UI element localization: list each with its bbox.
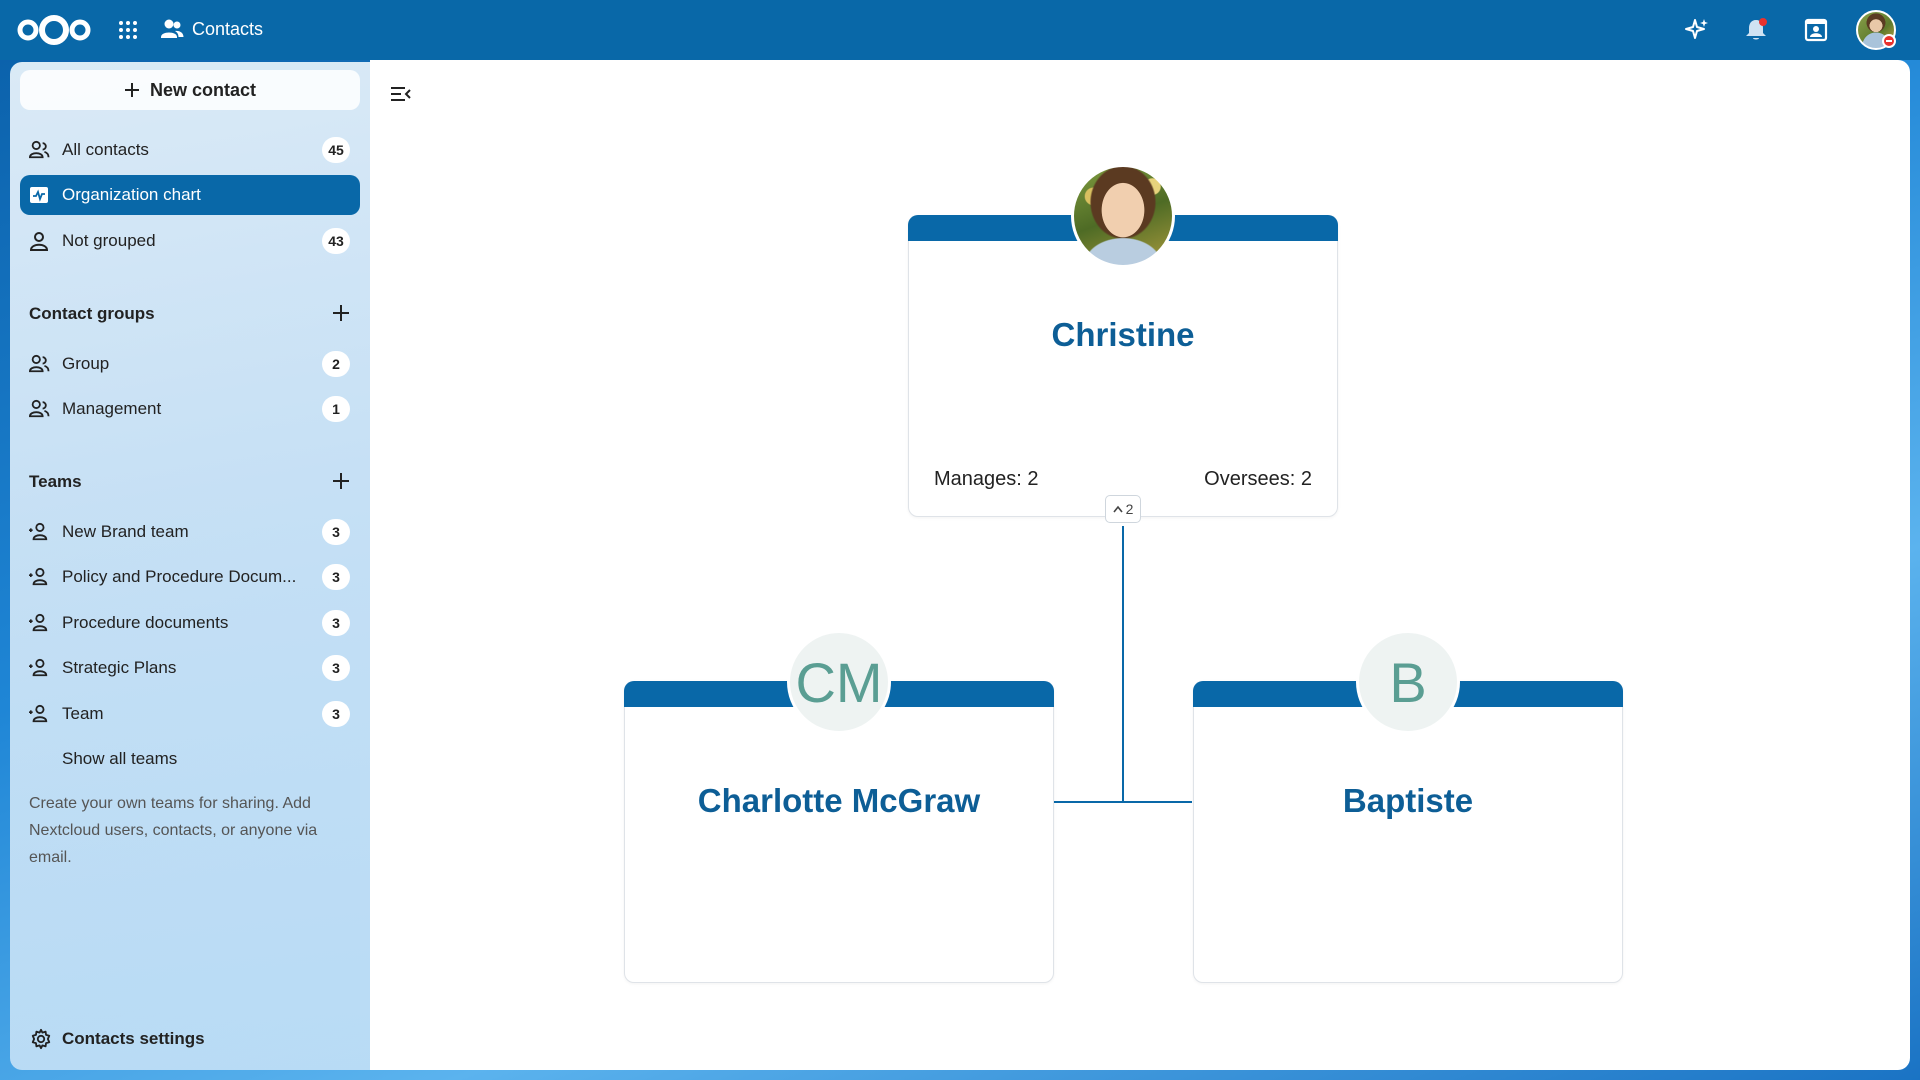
count-badge: 3 <box>322 701 350 727</box>
manages-count: Manages: 2 <box>934 468 1039 490</box>
contacts-icon <box>161 19 184 38</box>
team-icon <box>29 567 48 586</box>
christine-avatar <box>1071 164 1175 268</box>
teams-help-text: Create your own teams for sharing. Add N… <box>29 795 318 866</box>
contacts-settings-button[interactable]: Contacts settings <box>30 1028 205 1050</box>
nav-label: All contacts <box>62 140 149 159</box>
org-connector-horizontal <box>1054 801 1192 803</box>
toggle-navigation-icon[interactable] <box>388 82 412 106</box>
nav-label: Show all teams <box>62 749 178 768</box>
apps-grid-icon[interactable] <box>117 19 139 41</box>
initials-avatar: CM <box>787 630 891 734</box>
nav-not-grouped[interactable]: Not grouped 43 <box>20 221 360 261</box>
nav-label: Policy and Procedure Docum... <box>62 567 297 586</box>
org-chart-icon <box>30 187 48 203</box>
app-navigation: New contact All contacts 45 Organization… <box>10 62 370 1070</box>
team-icon <box>29 658 48 677</box>
nav-organization-chart[interactable]: Organization chart <box>20 175 360 215</box>
initials-avatar: B <box>1356 630 1460 734</box>
nav-team-procedure-documents[interactable]: Procedure documents 3 <box>20 603 360 643</box>
chevron-up-icon <box>1112 505 1123 513</box>
team-icon <box>29 613 48 632</box>
nextcloud-logo[interactable] <box>16 12 92 48</box>
team-icon <box>29 704 48 723</box>
gear-icon <box>31 1028 51 1050</box>
card-name: Charlotte McGraw <box>697 782 981 819</box>
nav-label: Not grouped <box>62 231 156 250</box>
count-badge: 1 <box>322 396 350 422</box>
do-not-disturb-status-icon <box>1882 34 1896 48</box>
nav-label: Organization chart <box>62 185 201 204</box>
count-badge: 3 <box>322 564 350 590</box>
contacts-icon <box>28 140 50 159</box>
plus-icon <box>124 83 139 97</box>
org-card-charlotte-mcgraw[interactable]: Charlotte McGraw <box>624 681 1054 983</box>
team-icon <box>29 522 48 541</box>
card-name: Christine <box>1051 316 1195 353</box>
count-badge: 3 <box>322 655 350 681</box>
collapse-expander-button[interactable]: 2 <box>1105 495 1141 523</box>
show-all-teams-link[interactable]: Show all teams <box>20 739 360 779</box>
nav-group-group[interactable]: Group 2 <box>20 344 360 384</box>
contact-groups-title: Contact groups <box>29 304 155 323</box>
count-badge: 3 <box>322 610 350 636</box>
assistant-icon[interactable] <box>1683 16 1711 44</box>
nav-team-strategic-plans[interactable]: Strategic Plans 3 <box>20 648 360 688</box>
nav-label: Strategic Plans <box>62 658 177 677</box>
nav-label: Group <box>62 354 110 373</box>
nav-label: Management <box>62 399 162 418</box>
app-name-link[interactable]: Contacts <box>160 18 263 40</box>
oversees-count: Oversees: 2 <box>1204 468 1312 490</box>
app-content: Christine Manages: 2 Oversees: 2 2 Charl… <box>370 60 1910 1070</box>
new-contact-label: New contact <box>149 79 257 100</box>
nav-label: New Brand team <box>62 522 189 541</box>
nav-all-contacts[interactable]: All contacts 45 <box>20 130 360 170</box>
group-icon <box>28 354 50 373</box>
card-name: Baptiste <box>1342 782 1474 819</box>
settings-label: Contacts settings <box>62 1029 205 1048</box>
add-group-plus-icon[interactable] <box>330 302 352 324</box>
app-name-label: Contacts <box>192 18 264 39</box>
new-contact-button[interactable]: New contact <box>20 70 360 110</box>
expander-count: 2 <box>1125 501 1134 517</box>
teams-title: Teams <box>29 472 82 491</box>
count-badge: 43 <box>322 228 350 254</box>
nav-team-team[interactable]: Team 3 <box>20 694 360 734</box>
notifications-icon[interactable] <box>1742 16 1770 44</box>
contacts-menu-icon[interactable] <box>1802 16 1830 44</box>
nav-group-management[interactable]: Management 1 <box>20 389 360 429</box>
count-badge: 45 <box>322 137 350 163</box>
nav-team-policy-procedure[interactable]: Policy and Procedure Docum... 3 <box>20 557 360 597</box>
add-team-plus-icon[interactable] <box>330 470 352 492</box>
person-icon <box>29 232 49 251</box>
count-badge: 2 <box>322 351 350 377</box>
nav-team-new-brand-team[interactable]: New Brand team 3 <box>20 512 360 552</box>
org-connector-vertical <box>1122 526 1124 802</box>
top-header: Contacts <box>0 0 1920 60</box>
nav-label: Procedure documents <box>62 613 229 632</box>
count-badge: 3 <box>322 519 350 545</box>
nav-label: Team <box>62 704 104 723</box>
group-icon <box>28 399 50 418</box>
